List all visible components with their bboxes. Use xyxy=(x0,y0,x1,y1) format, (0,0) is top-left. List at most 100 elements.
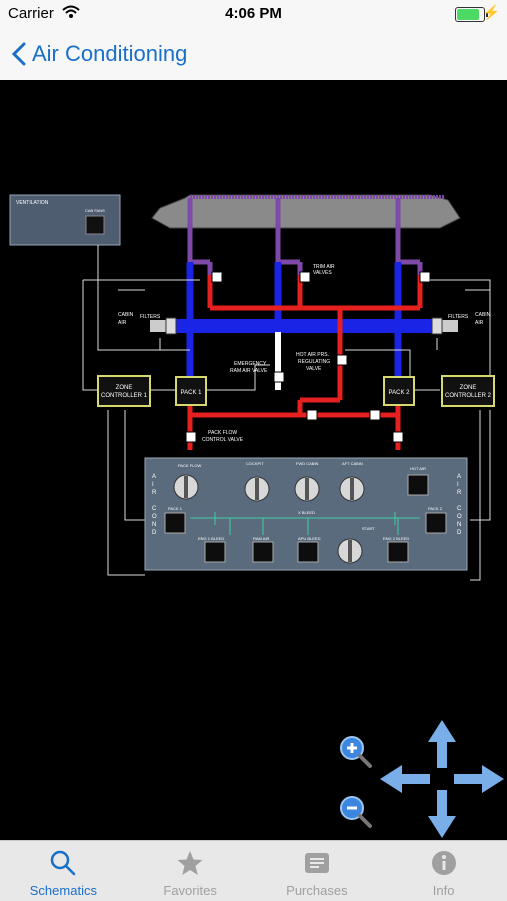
zone-controller-1-label-1: ZONE xyxy=(116,385,133,391)
battery-icon xyxy=(455,7,488,22)
tab-info-label: Info xyxy=(432,883,455,898)
tab-schematics-label: Schematics xyxy=(29,883,97,898)
ventilation-label: VENTILATION xyxy=(16,200,49,206)
svg-text:I: I xyxy=(457,482,459,488)
cabin-air-right-2: AIR xyxy=(475,320,484,326)
battery-level xyxy=(457,9,479,20)
hot-air-label-3: VALVE xyxy=(306,366,322,372)
tab-bar: Schematics Favorites Purchases Info xyxy=(0,840,507,901)
pan-down-arrow[interactable] xyxy=(428,790,456,838)
pack1-btn-label: PACK 1 xyxy=(168,506,183,511)
navigation-bar: Air Conditioning xyxy=(0,28,507,81)
ram-air-label: RAM AIR xyxy=(253,536,270,541)
back-label: Air Conditioning xyxy=(32,41,188,66)
hot-air-btn-label: HOT AIR xyxy=(410,466,426,471)
charging-icon: ⚡ xyxy=(482,4,500,20)
control-wiring xyxy=(82,245,491,581)
filters-right-label: FILTERS xyxy=(448,314,469,320)
tab-favorites-label: Favorites xyxy=(163,883,217,898)
status-bar: Carrier 4:06 PM ⚡ xyxy=(0,0,507,28)
svg-text:C: C xyxy=(457,506,462,512)
bleed-lines xyxy=(190,512,420,535)
zone-controller-1-label-2: CONTROLLER 1 xyxy=(101,393,148,399)
pan-controls xyxy=(378,720,506,840)
wifi-icon xyxy=(62,5,80,23)
pack-1: PACK 1 xyxy=(175,376,207,406)
emergency-label-1: EMERGENCY xyxy=(234,361,267,367)
panel-buttons xyxy=(164,474,447,563)
eng2-bleed-label: ENG 2 BLEED xyxy=(383,536,409,541)
fwd-cabin-label: FWD CABIN xyxy=(296,461,319,466)
zone-controller-2: ZONE CONTROLLER 2 xyxy=(441,375,495,407)
zone-controller-2-label-2: CONTROLLER 2 xyxy=(445,393,492,399)
svg-text:D: D xyxy=(152,530,157,536)
pack-flow-label-2: CONTROL VALVE xyxy=(202,437,244,443)
search-icon xyxy=(51,850,76,876)
cold-ducts xyxy=(175,262,435,380)
svg-text:R: R xyxy=(152,490,157,496)
tab-purchases-label: Purchases xyxy=(286,883,348,898)
cabin-ducts xyxy=(187,198,423,275)
svg-text:N: N xyxy=(457,522,461,528)
svg-text:R: R xyxy=(457,490,462,496)
schematic-view[interactable]: VENTILATION CAB FANS xyxy=(0,80,507,840)
chevron-left-icon xyxy=(12,42,26,66)
tab-favorites[interactable]: Favorites xyxy=(127,841,254,901)
zone-controller-2-label-1: ZONE xyxy=(460,385,477,391)
eng1-bleed-label: ENG 1 BLEED xyxy=(198,536,224,541)
cabin-air-right-1: CABIN xyxy=(475,312,491,318)
cockpit-label: COCKPIT xyxy=(246,461,264,466)
clock: 4:06 PM xyxy=(225,5,282,22)
ventilation-panel: VENTILATION CAB FANS xyxy=(9,194,121,246)
zoom-out-icon xyxy=(340,796,372,828)
svg-text:A: A xyxy=(152,474,156,480)
tab-purchases[interactable]: Purchases xyxy=(254,841,381,901)
star-icon xyxy=(177,851,203,875)
fuselage xyxy=(151,194,461,229)
aft-cabin-label: AFT CABIN xyxy=(342,461,363,466)
svg-text:N: N xyxy=(152,522,156,528)
trim-air-label-1: TRIM AIR xyxy=(313,264,335,270)
start-label: START xyxy=(362,526,375,531)
zone-controller-1: ZONE CONTROLLER 1 xyxy=(97,375,151,407)
hot-air-label-2: REGULATING xyxy=(298,359,330,365)
knobs xyxy=(173,474,365,564)
zoom-out-button[interactable] xyxy=(338,794,374,830)
filter-left xyxy=(150,317,177,335)
pack-2-label: PACK 2 xyxy=(389,390,411,396)
svg-text:O: O xyxy=(152,514,157,520)
tab-info[interactable]: Info xyxy=(380,841,507,901)
hot-ducts xyxy=(187,275,423,450)
pack-flow-knob-label: PACK FLOW xyxy=(178,463,201,468)
x-bleed-label: X BLEED xyxy=(298,510,315,515)
pan-up-arrow[interactable] xyxy=(428,720,456,768)
svg-text:A: A xyxy=(457,474,461,480)
filters-left-label: FILTERS xyxy=(140,314,161,320)
svg-text:O: O xyxy=(457,514,462,520)
cab-fans-label: CAB FANS xyxy=(85,208,105,213)
info-icon xyxy=(431,851,456,875)
pan-right-arrow[interactable] xyxy=(454,765,504,793)
pack2-btn-label: PACK 2 xyxy=(428,506,443,511)
pan-left-arrow[interactable] xyxy=(380,765,430,793)
hot-air-label-1: HOT AIR PRS. xyxy=(296,352,329,358)
pack-2: PACK 2 xyxy=(383,376,415,406)
filter-right xyxy=(431,317,458,335)
list-icon xyxy=(304,853,329,873)
trim-air-label-2: VALVES xyxy=(313,270,332,276)
emergency-label-2: RAM AIR VALVE xyxy=(230,368,268,374)
cabin-air-left-2: AIR xyxy=(118,320,127,326)
zoom-in-icon xyxy=(340,736,372,768)
pack-1-label: PACK 1 xyxy=(181,390,203,396)
svg-text:D: D xyxy=(457,530,462,536)
svg-text:C: C xyxy=(152,506,157,512)
cabin-air-left-1: CABIN xyxy=(118,312,134,318)
back-button[interactable]: Air Conditioning xyxy=(12,38,187,70)
svg-text:I: I xyxy=(152,482,154,488)
air-conditioning-schematic: VENTILATION CAB FANS xyxy=(9,194,495,581)
tab-schematics[interactable]: Schematics xyxy=(0,841,127,901)
air-cond-panel: A I R C O N D A I R C O N D PACK FLOW CO… xyxy=(144,457,468,571)
carrier-label: Carrier xyxy=(8,5,54,22)
pack-flow-label-1: PACK FLOW xyxy=(208,430,237,436)
zoom-in-button[interactable] xyxy=(338,734,374,770)
